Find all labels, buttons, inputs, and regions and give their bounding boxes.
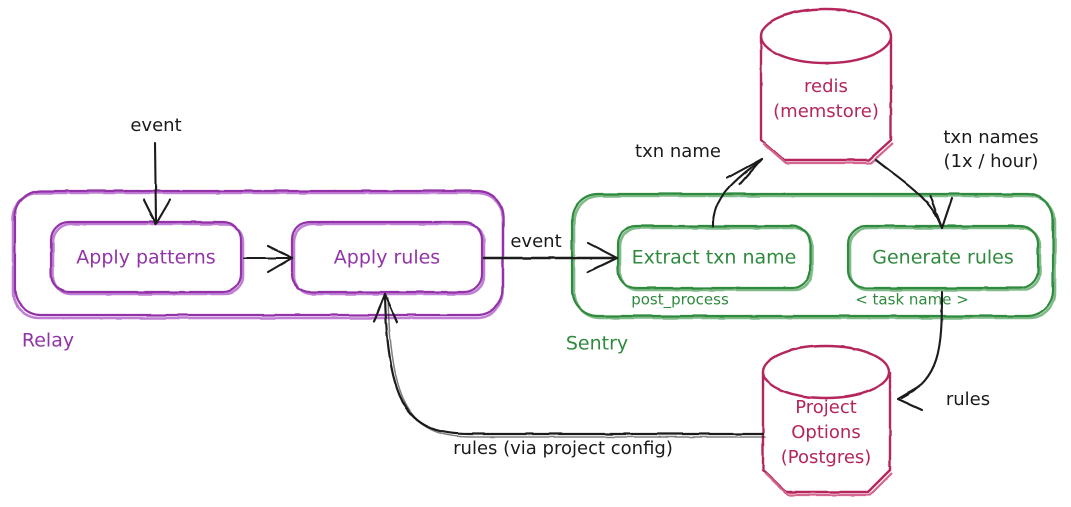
node-label-apply-patterns: Apply patterns bbox=[76, 247, 215, 269]
edge-label-rules-to-db: rules bbox=[946, 389, 990, 410]
node-label-generate-rules: Generate rules bbox=[872, 247, 1014, 269]
store-label-project-options-line3: (Postgres) bbox=[781, 447, 872, 468]
node-sublabel-generate-rules: < task name > bbox=[855, 291, 969, 309]
store-project-options-shape[interactable] bbox=[761, 344, 893, 497]
generate-rules-shadow bbox=[848, 226, 1042, 292]
edge-event-in bbox=[142, 141, 172, 226]
arrow-layer bbox=[142, 141, 954, 438]
edge-label-txn-name-up: txn name bbox=[635, 141, 721, 162]
store-label-redis-line2: (memstore) bbox=[773, 101, 879, 122]
node-extract-txn-name-shape[interactable] bbox=[616, 224, 814, 292]
group-relay bbox=[11, 189, 505, 320]
project-options-bottom-shadow bbox=[764, 472, 893, 497]
edge-txn-names-down bbox=[874, 158, 954, 230]
node-label-apply-rules: Apply rules bbox=[334, 247, 440, 269]
apply-patterns-shadow bbox=[51, 222, 245, 296]
redis-bottom-shadow bbox=[762, 142, 894, 165]
redis-top-ellipse bbox=[759, 7, 893, 65]
extract-txn-name-shadow bbox=[618, 226, 814, 292]
edge-label-txn-names-line2: (1x / hour) bbox=[944, 151, 1039, 172]
node-generate-rules-shape[interactable] bbox=[846, 224, 1042, 292]
edge-rules-back bbox=[372, 292, 766, 438]
edge-label-event-to-sentry: event bbox=[510, 231, 561, 252]
project-options-top-ellipse bbox=[761, 344, 891, 400]
store-redis-shape[interactable] bbox=[759, 7, 894, 165]
edge-rules-to-db bbox=[896, 290, 944, 412]
store-label-redis-line1: redis bbox=[804, 76, 848, 97]
edge-label-event-in: event bbox=[130, 115, 181, 136]
edge-relay-internal bbox=[242, 244, 294, 274]
text-layer: Relay Sentry Apply patterns Apply rules … bbox=[22, 76, 1039, 468]
node-sublabel-extract-txn-name: post_process bbox=[631, 291, 729, 310]
edge-txn-name-up bbox=[711, 157, 764, 228]
node-label-extract-txn-name: Extract txn name bbox=[632, 247, 797, 269]
project-options-body bbox=[761, 372, 892, 494]
store-label-project-options-line2: Options bbox=[791, 422, 860, 443]
relay-group-label: Relay bbox=[22, 330, 74, 352]
edge-event-to-sentry bbox=[482, 241, 619, 274]
store-label-project-options-line1: Project bbox=[795, 397, 857, 418]
sentry-group-label: Sentry bbox=[566, 333, 628, 355]
sentry-group-border bbox=[570, 192, 1055, 318]
relay-group-border bbox=[13, 189, 505, 317]
edge-label-rules-back: rules (via project config) bbox=[453, 438, 673, 459]
redis-body bbox=[759, 36, 893, 162]
node-apply-patterns-shape[interactable] bbox=[49, 220, 245, 296]
apply-patterns-border bbox=[49, 220, 243, 294]
edge-label-txn-names-line1: txn names bbox=[943, 127, 1038, 148]
